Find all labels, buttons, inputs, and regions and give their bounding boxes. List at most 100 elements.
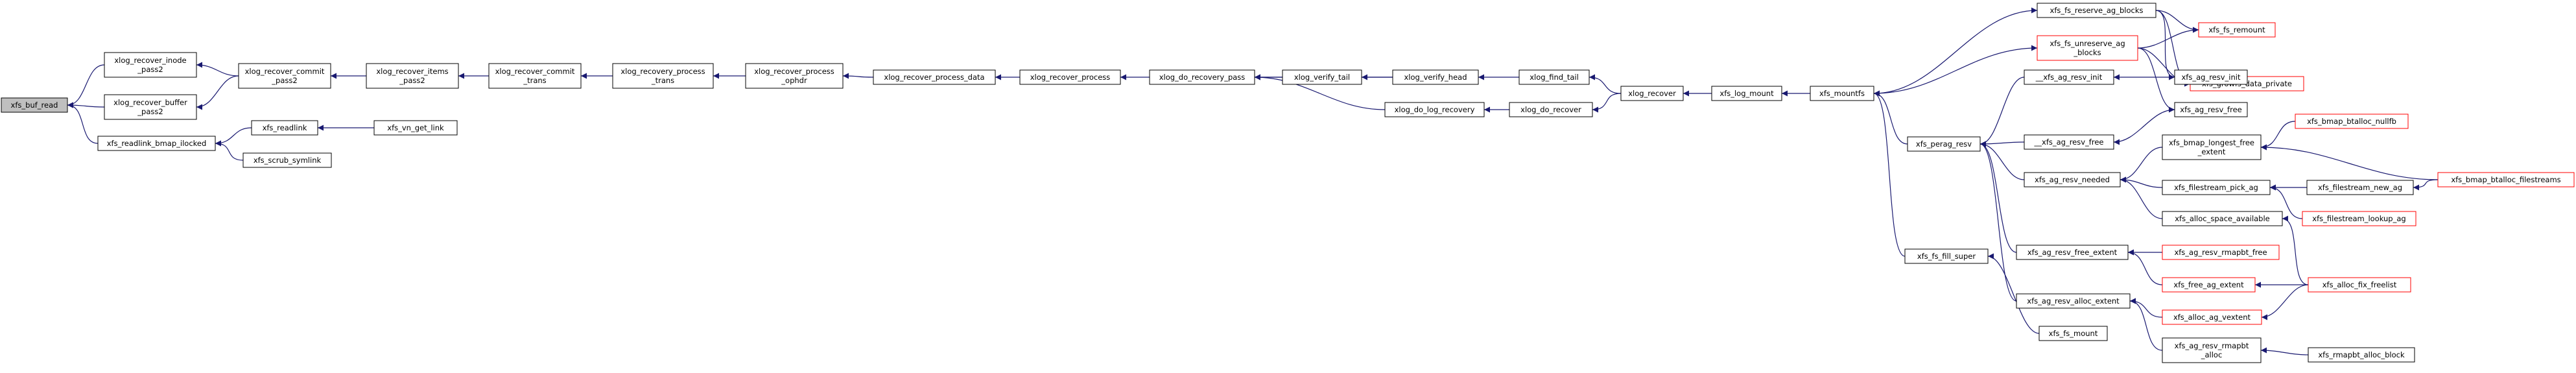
graph-node-box[interactable] [2024, 172, 2121, 187]
graph-node[interactable]: xfs_ag_resv_free_extent [2016, 245, 2129, 260]
graph-node-box[interactable] [2037, 3, 2157, 18]
graph-node[interactable]: xfs_alloc_ag_vextent [2162, 309, 2262, 325]
graph-node-box[interactable] [1810, 86, 1874, 101]
graph-node-box[interactable] [612, 63, 714, 89]
graph-node-box[interactable] [1019, 69, 1121, 85]
graph-node[interactable]: xfs_ag_resv_rmapbt_free [2162, 245, 2280, 260]
graph-node[interactable]: xfs_ag_resv_rmapbt_alloc [2162, 337, 2262, 363]
graph-node-label: xlog_do_recovery_pass [1159, 73, 1246, 82]
graph-node-box[interactable] [2038, 326, 2108, 341]
graph-node-box[interactable] [1392, 69, 1479, 85]
graph-node-box[interactable] [2174, 69, 2248, 85]
graph-node[interactable]: xlog_recover_items_pass2 [366, 63, 459, 89]
graph-node-box[interactable] [2437, 172, 2575, 187]
graph-node-box[interactable] [2198, 22, 2276, 38]
graph-node-box[interactable] [2037, 35, 2138, 61]
graph-node[interactable]: xlog_verify_head [1392, 69, 1479, 85]
graph-node[interactable]: xlog_recover [1620, 86, 1684, 101]
graph-node-box[interactable] [104, 94, 197, 120]
graph-node-box[interactable] [373, 120, 458, 136]
graph-node[interactable]: xlog_recover_process_data [873, 69, 996, 85]
graph-node-box[interactable] [2016, 293, 2131, 309]
graph-node-box[interactable] [1282, 69, 1362, 85]
graph-node-label: xfs_scrub_symlink [254, 156, 322, 165]
graph-node-box[interactable] [1904, 248, 1989, 264]
graph-node[interactable]: xlog_do_recovery_pass [1149, 69, 1255, 85]
graph-node[interactable]: xfs_bmap_btalloc_filestreams [2437, 172, 2575, 187]
graph-node[interactable]: xfs_scrub_symlink [242, 152, 332, 168]
graph-node[interactable]: xlog_do_log_recovery [1384, 102, 1485, 117]
graph-node[interactable]: xlog_recover_process_ophdr [745, 63, 844, 89]
graph-node[interactable]: xlog_recover_process [1019, 69, 1121, 85]
graph-node-box[interactable] [2295, 114, 2409, 129]
graph-node[interactable]: xfs_readlink_bmap_ilocked [97, 136, 216, 151]
graph-node-box[interactable] [2024, 134, 2114, 150]
graph-node[interactable]: xfs_fs_unreserve_ag_blocks [2037, 35, 2138, 61]
graph-node-box[interactable] [104, 52, 197, 78]
graph-node[interactable]: xlog_recover_inode_pass2 [104, 52, 197, 78]
graph-node-box[interactable] [488, 63, 582, 89]
graph-node-box[interactable] [2016, 245, 2129, 260]
graph-node-box[interactable] [1711, 86, 1782, 101]
graph-node[interactable]: xfs_fs_reserve_ag_blocks [2037, 3, 2157, 18]
graph-node[interactable]: xlog_recover_commit_pass2 [238, 63, 331, 89]
graph-node[interactable]: xfs_filestream_new_ag [2306, 180, 2414, 195]
graph-node[interactable]: __xfs_ag_resv_free [2024, 134, 2114, 150]
graph-node[interactable]: xfs_log_mount [1711, 86, 1782, 101]
graph-node-box[interactable] [2174, 102, 2248, 117]
graph-node-box[interactable] [2162, 180, 2271, 195]
graph-node-box[interactable] [1149, 69, 1255, 85]
graph-node-box[interactable] [251, 120, 318, 136]
graph-node-box[interactable] [2162, 245, 2280, 260]
graph-node-box[interactable] [2162, 337, 2262, 363]
graph-node-box[interactable] [2162, 309, 2262, 325]
graph-node-box[interactable] [242, 152, 332, 168]
graph-node[interactable]: xfs_fs_mount [2038, 326, 2108, 341]
graph-node[interactable]: xfs_fs_remount [2198, 22, 2276, 38]
graph-node-box[interactable] [2308, 347, 2415, 363]
graph-node-box[interactable] [2306, 180, 2414, 195]
graph-node[interactable]: xlog_find_tail [1518, 69, 1590, 85]
graph-node[interactable]: xfs_bmap_longest_free_extent [2162, 134, 2262, 160]
graph-node-box[interactable] [745, 63, 844, 89]
graph-node[interactable]: xfs_rmapbt_alloc_block [2308, 347, 2415, 363]
graph-node-box[interactable] [2162, 211, 2283, 226]
graph-node[interactable]: xfs_ag_resv_needed [2024, 172, 2121, 187]
graph-node[interactable]: __xfs_ag_resv_init [2024, 69, 2114, 85]
graph-node[interactable]: xfs_alloc_fix_freelist [2308, 277, 2411, 293]
graph-node-box[interactable] [238, 63, 331, 89]
graph-node[interactable]: xfs_bmap_btalloc_nullfb [2295, 114, 2409, 129]
graph-node-box[interactable] [2308, 277, 2411, 293]
graph-node[interactable]: xfs_free_ag_extent [2162, 277, 2256, 293]
graph-node[interactable]: xfs_ag_resv_alloc_extent [2016, 293, 2131, 309]
graph-node[interactable]: xfs_readlink [251, 120, 318, 136]
graph-node-box[interactable] [1, 97, 68, 113]
graph-node[interactable]: xfs_filestream_lookup_ag [2302, 211, 2416, 226]
graph-node[interactable]: xfs_ag_resv_free [2174, 102, 2248, 117]
graph-node-box[interactable] [1518, 69, 1590, 85]
graph-node[interactable]: xfs_filestream_pick_ag [2162, 180, 2271, 195]
graph-node[interactable]: xlog_recover_buffer_pass2 [104, 94, 197, 120]
graph-node[interactable]: xlog_do_recover [1509, 102, 1593, 117]
graph-node-box[interactable] [1509, 102, 1593, 117]
graph-node[interactable]: xlog_recovery_process_trans [612, 63, 714, 89]
graph-node[interactable]: xfs_vn_get_link [373, 120, 458, 136]
graph-node-box[interactable] [2302, 211, 2416, 226]
graph-node[interactable]: xfs_fs_fill_super [1904, 248, 1989, 264]
graph-node[interactable]: xlog_recover_commit_trans [488, 63, 582, 89]
graph-node-box[interactable] [1384, 102, 1485, 117]
graph-node-box[interactable] [97, 136, 216, 151]
graph-node[interactable]: xfs_ag_resv_init [2174, 69, 2248, 85]
graph-node[interactable]: xlog_verify_tail [1282, 69, 1362, 85]
graph-node[interactable]: xfs_perag_resv [1907, 136, 1981, 152]
graph-node-box[interactable] [1907, 136, 1981, 152]
graph-node[interactable]: xfs_buf_read [1, 97, 68, 113]
graph-node-box[interactable] [1620, 86, 1684, 101]
graph-node[interactable]: xfs_mountfs [1810, 86, 1874, 101]
graph-node-box[interactable] [2162, 277, 2256, 293]
graph-node-box[interactable] [2162, 134, 2262, 160]
graph-node-box[interactable] [366, 63, 459, 89]
graph-node-box[interactable] [2024, 69, 2114, 85]
graph-node[interactable]: xfs_alloc_space_available [2162, 211, 2283, 226]
graph-node-box[interactable] [873, 69, 996, 85]
